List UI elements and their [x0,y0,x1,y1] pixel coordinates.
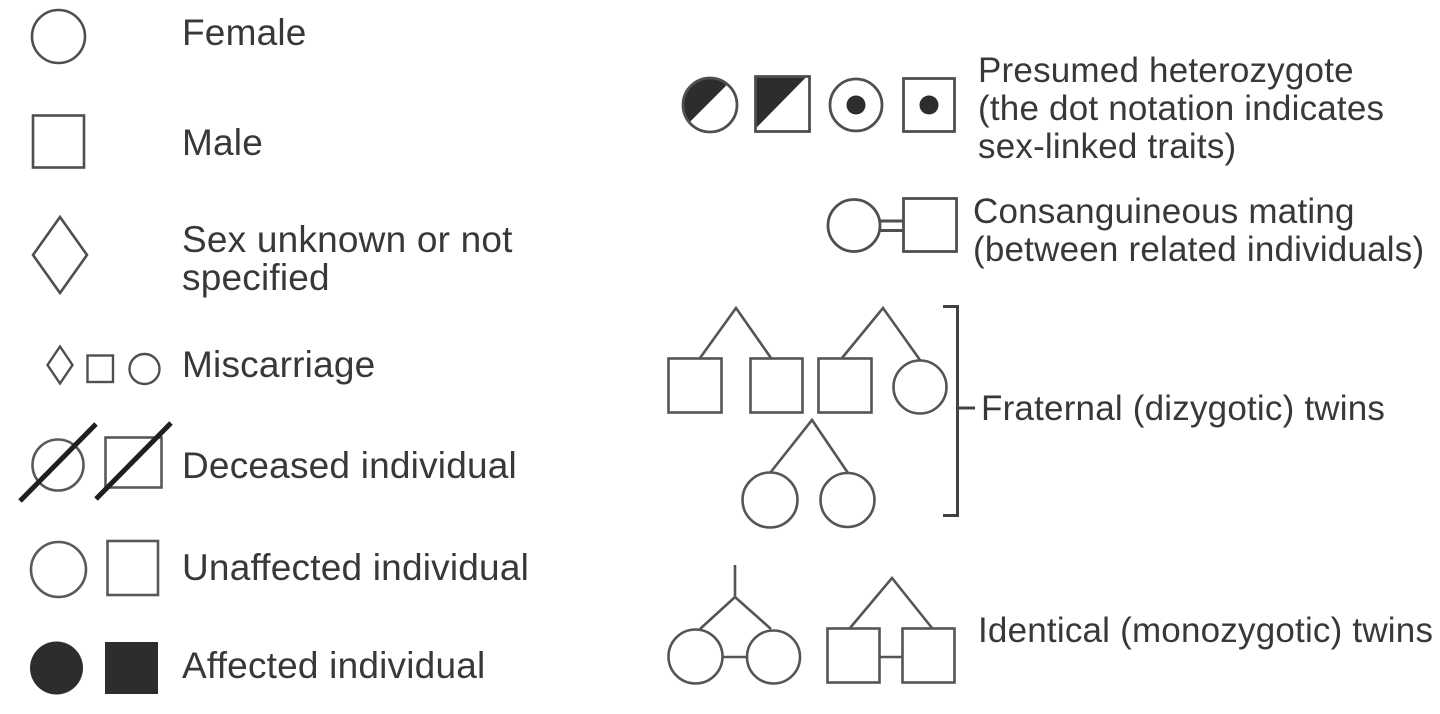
male-square-icon [31,114,86,169]
female-circle-icon [30,8,87,65]
unaffected-label: Unaffected individual [182,547,530,588]
sex-unknown-label: Sex unknown or not specified [182,219,513,298]
fraternal-circle-3 [819,471,876,529]
miscarriage-diamond-icon [46,344,74,386]
identical-twins-diagram [667,565,956,685]
deceased-square-icon [104,436,163,489]
male-label: Male [182,122,263,163]
affected-square-icon [105,642,158,694]
consanguineous-circle-icon [826,198,882,253]
fraternal-twins-diagram [667,305,948,529]
unaffected-square-icon [106,539,160,597]
deceased-icons [18,421,173,503]
consanguineous-square-icon [902,197,958,253]
deceased-circle-icon [31,438,85,492]
fraternal-square-3 [817,357,873,414]
female-label: Female [182,12,307,53]
affected-circle-icon [30,641,83,695]
unaffected-circle-icon [29,540,88,599]
deceased-square-slash-icon [94,421,173,501]
sex-unknown-diamond-icon [31,214,89,296]
heterozygote-dot-circle-icon [828,77,884,133]
identical-circle-1 [667,628,724,685]
consanguineous-mating-icon [826,197,958,253]
unaffected-icons [29,539,160,599]
miscarriage-square-icon [86,354,115,384]
fraternal-bracket [943,305,975,517]
heterozygote-half-square-icon [751,72,814,136]
miscarriage-circle-icon [128,352,161,386]
fraternal-twins-label: Fraternal (dizygotic) twins [981,389,1386,428]
identical-fork-2 [849,575,934,629]
deceased-circle-slash-icon [18,422,98,503]
miscarriage-label: Miscarriage [182,344,376,385]
consanguineous-mating-label: Consanguineous mating (between related i… [973,192,1425,269]
heterozygote-half-circle-icon [681,76,739,134]
identical-fork-1 [699,595,772,630]
fraternal-circle-1 [892,359,948,415]
heterozygote-dot-square-icon [902,77,956,133]
identical-twins-label: Identical (monozygotic) twins [978,611,1434,650]
fraternal-fork-2 [840,305,922,361]
fraternal-fork-3 [768,417,850,474]
affected-icons [30,641,158,695]
identical-square-1 [826,627,881,684]
fraternal-square-2 [749,357,804,414]
fraternal-square-1 [667,357,723,414]
miscarriage-icons [46,344,161,386]
deceased-label: Deceased individual [182,445,517,486]
identical-square-2 [901,627,956,684]
presumed-heterozygote-label: Presumed heterozygote (the dot notation … [978,51,1385,166]
fraternal-circle-2 [741,471,799,529]
fraternal-fork-1 [698,305,773,359]
affected-label: Affected individual [182,645,486,686]
identical-circle-2 [745,629,802,685]
